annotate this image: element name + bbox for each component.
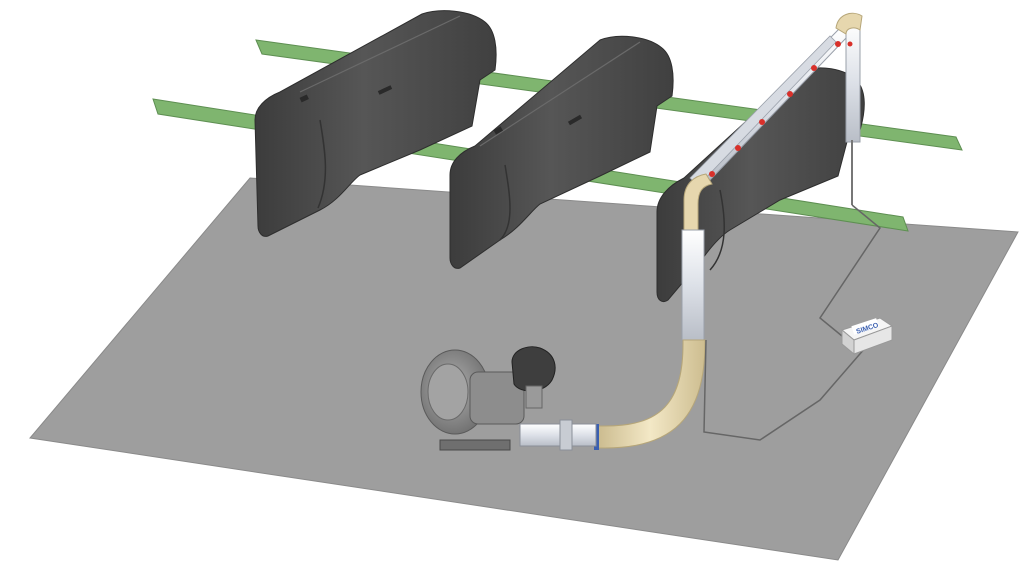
simco-controller-box: SIMCO [840, 317, 894, 356]
drying-hood-middle [449, 35, 674, 269]
intake-filter [511, 346, 556, 392]
rear-riser-elbow [835, 12, 863, 35]
nozzle [759, 119, 765, 125]
control-cable [818, 204, 882, 337]
red-nozzles [709, 41, 853, 177]
blower-motor [469, 371, 525, 425]
drying-hood-left [254, 10, 497, 237]
outlet-coupling [559, 419, 573, 451]
nozzle [811, 65, 817, 71]
flex-hose [594, 339, 706, 449]
drying-hood-right [656, 67, 865, 303]
nozzle [709, 171, 715, 177]
nozzle [735, 145, 741, 151]
control-cable [703, 339, 873, 441]
controller-logo-plate [851, 318, 879, 335]
control-wiring [703, 204, 882, 441]
nozzle [835, 41, 841, 47]
duct-top-elbow [683, 173, 713, 233]
nozzle [847, 41, 853, 47]
air-supply-duct [594, 173, 713, 450]
rear-riser-pipe [845, 21, 861, 143]
blower-unit [420, 346, 597, 451]
vertical-riser [681, 229, 705, 341]
filter-neck [525, 385, 543, 409]
nozzle [787, 91, 793, 97]
blower-outlet-pipe [519, 423, 597, 447]
blower-face [427, 363, 469, 421]
air-knife-manifold [689, 12, 863, 205]
blower-base [439, 439, 511, 451]
